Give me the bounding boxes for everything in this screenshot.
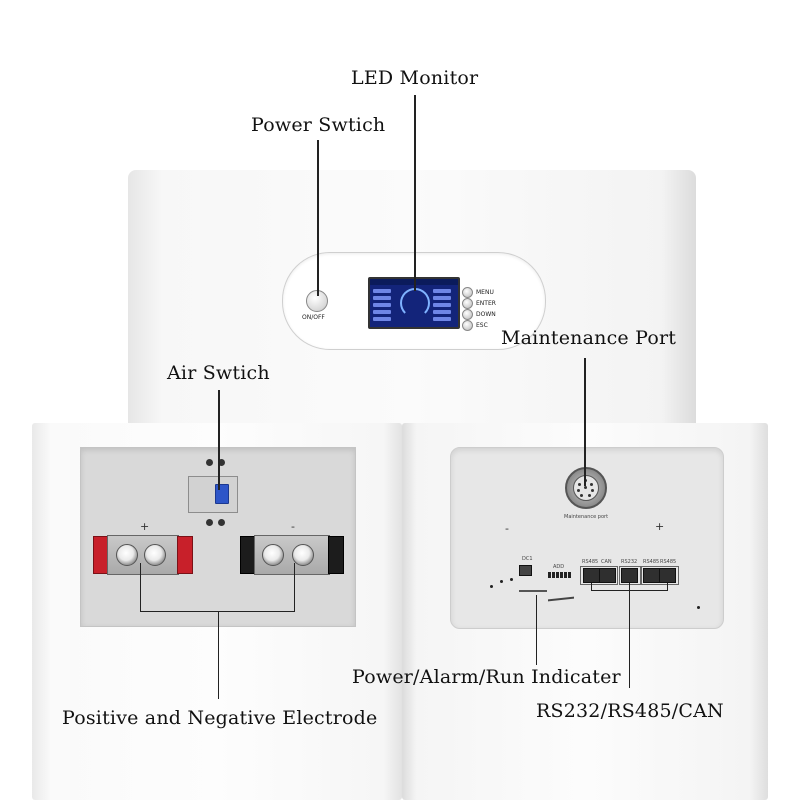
esc-button-icon[interactable] [462,320,473,331]
esc-button-row[interactable]: ESC [462,320,488,331]
rs485-port[interactable] [583,568,600,583]
led-monitor-label: LED Monitor [351,67,479,89]
electrode-bracket-right [294,563,295,611]
rs485-port-2[interactable] [643,568,660,583]
indicator-label: Power/Alarm/Run Indicater [352,666,621,688]
pin-icon [591,489,594,492]
lcd-gauge-icon [400,288,430,318]
enter-button-label: ENTER [476,300,496,307]
led-monitor-leader-line [414,95,416,291]
electrode-leader-line [218,611,219,699]
positive-bolt-icon [144,544,166,566]
down-button-label: DOWN [476,311,496,318]
lcd-cell [433,310,451,314]
pin-icon [588,494,591,497]
screw-icon [218,459,225,466]
pin-icon [577,489,580,492]
electrode-bracket-bottom [140,611,295,612]
can-port[interactable] [599,568,616,583]
menu-button-icon[interactable] [462,287,473,298]
lcd-cell [433,296,451,300]
mount-hole-icon [697,606,700,609]
comm-ports-label: RS232/RS485/CAN [536,700,724,722]
down-button-row[interactable]: DOWN [462,309,496,320]
rs232-port[interactable] [621,568,638,583]
lcd-cell [433,289,451,293]
enter-button-row[interactable]: ENTER [462,298,496,309]
port-label-can: CAN [601,559,612,565]
electrode-bracket-left [140,563,141,611]
comm-ports-leader-line [629,590,630,688]
dry-contact-port[interactable] [519,565,532,576]
indicator-leader-line [536,595,537,665]
lcd-cell [373,296,391,300]
air-switch-leader-line [218,390,220,490]
negative-terminal-cap-right [328,536,344,574]
lcd-cell [433,317,451,321]
menu-button-row[interactable]: MENU [462,287,494,298]
positive-sign: + [140,520,150,533]
maintenance-port-connector[interactable] [565,467,607,509]
lcd-cell [373,289,391,293]
menu-button-label: MENU [476,289,494,296]
onoff-label: ON/OFF [302,314,325,321]
lcd-cell [373,303,391,307]
pin-icon [584,486,587,489]
alarm-led-icon [500,580,503,583]
positive-bolt-icon [116,544,138,566]
addr-label: ADD [553,564,565,570]
indicator-strip [519,590,547,592]
power-switch-label: Power Swtich [251,114,386,136]
comm-bracket-right [667,583,668,590]
esc-button-label: ESC [476,322,488,329]
air-switch-breaker [188,476,238,513]
right-negative-sign: - [505,522,509,535]
dry-contact-label: DC1 [522,556,533,562]
port-label-rs232: RS232 [621,559,638,565]
port-group-frame [641,566,679,585]
maintenance-port-leader-line [584,358,586,486]
comm-bracket-mid [629,583,630,590]
power-switch-leader-line [317,140,319,296]
lcd-cell [373,317,391,321]
negative-sign: - [291,520,295,533]
enter-button-icon[interactable] [462,298,473,309]
negative-bolt-icon [292,544,314,566]
electrode-label: Positive and Negative Electrode [62,707,378,729]
negative-bolt-icon [262,544,284,566]
port-label-rs485-1: RS485 [582,559,599,565]
port-label-rs485-2: RS485 [643,559,660,565]
positive-terminal-cap-right [177,536,193,574]
rs485-port-3[interactable] [659,568,676,583]
air-switch-label: Air Swtich [167,362,270,384]
screw-icon [218,519,225,526]
port-label-rs485-3: RS485 [660,559,677,565]
comm-bracket-left [591,583,592,590]
port-group-frame [580,566,618,585]
port-group-frame [619,566,641,585]
screw-icon [206,459,213,466]
right-positive-sign: + [655,520,665,533]
screw-icon [206,519,213,526]
pin-icon [578,483,581,486]
lcd-cell [373,310,391,314]
pin-icon [590,483,593,486]
power-led-icon [490,585,493,588]
pin-icon [580,494,583,497]
maintenance-port-label: Maintenance Port [501,327,677,349]
maintenance-port-face [573,475,599,501]
maintenance-port-caption: Maintenance port [564,514,609,520]
run-led-icon [510,578,513,581]
down-button-icon[interactable] [462,309,473,320]
address-dip-switch[interactable] [548,572,571,578]
lcd-cell [433,303,451,307]
